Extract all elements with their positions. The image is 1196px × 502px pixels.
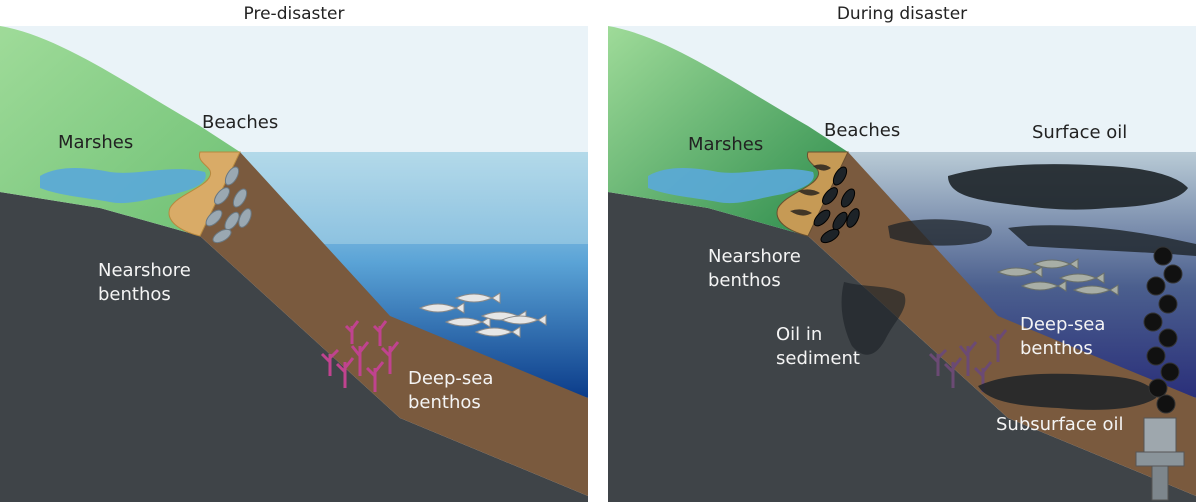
deep-sea-corals [320,320,400,392]
oiled-beach [790,164,831,216]
beaches-label: Beaches [824,120,900,141]
fish-school [996,258,1119,296]
oil-in-sediment [841,282,906,355]
surface-oil-slick-2 [888,219,992,246]
bedrock [608,192,1196,502]
subsurface-oil-label: Subsurface oil [996,414,1124,435]
deepsea-label-2: benthos [408,392,481,413]
marsh-water [40,168,206,204]
surface-oil-label: Surface oil [1032,122,1127,143]
deep-sea-corals [928,329,1008,392]
bedrock [0,192,588,502]
deepsea-label-2: benthos [1020,338,1093,359]
deepsea-label-1: Deep-sea [408,368,493,389]
oil-column [1143,246,1183,414]
mussels [205,166,252,244]
wellhead-icon [1135,417,1185,501]
during-disaster-diagram: Marshes Beaches Surface oil Nearshore be… [608,26,1196,502]
fish-school [418,292,547,338]
nearshore-label-1: Nearshore [708,246,801,267]
subsurface-oil-plume [978,373,1156,410]
pre-disaster-diagram: Marshes Beaches Nearshore benthos Deep-s… [0,26,588,502]
deepsea-label-1: Deep-sea [1020,314,1105,335]
soil-layer [200,152,588,496]
surface-oil-slick-3 [1008,225,1196,256]
during-disaster-title: During disaster [836,4,968,24]
nearshore-label-2: benthos [98,284,171,305]
marsh-water [648,168,814,204]
nearshore-label-1: Nearshore [98,260,191,281]
pre-disaster-title: Pre-disaster [243,4,345,24]
surface-oil-slick [948,164,1188,210]
nearshore-label-2: benthos [708,270,781,291]
marshes-label: Marshes [688,134,763,155]
oil-in-sediment-label-2: sediment [776,348,860,369]
beaches-label: Beaches [202,112,278,133]
oil-in-sediment-label-1: Oil in [776,324,822,345]
beach-sand [168,151,241,237]
oiled-mussels [813,166,860,244]
marshes-label: Marshes [58,132,133,153]
